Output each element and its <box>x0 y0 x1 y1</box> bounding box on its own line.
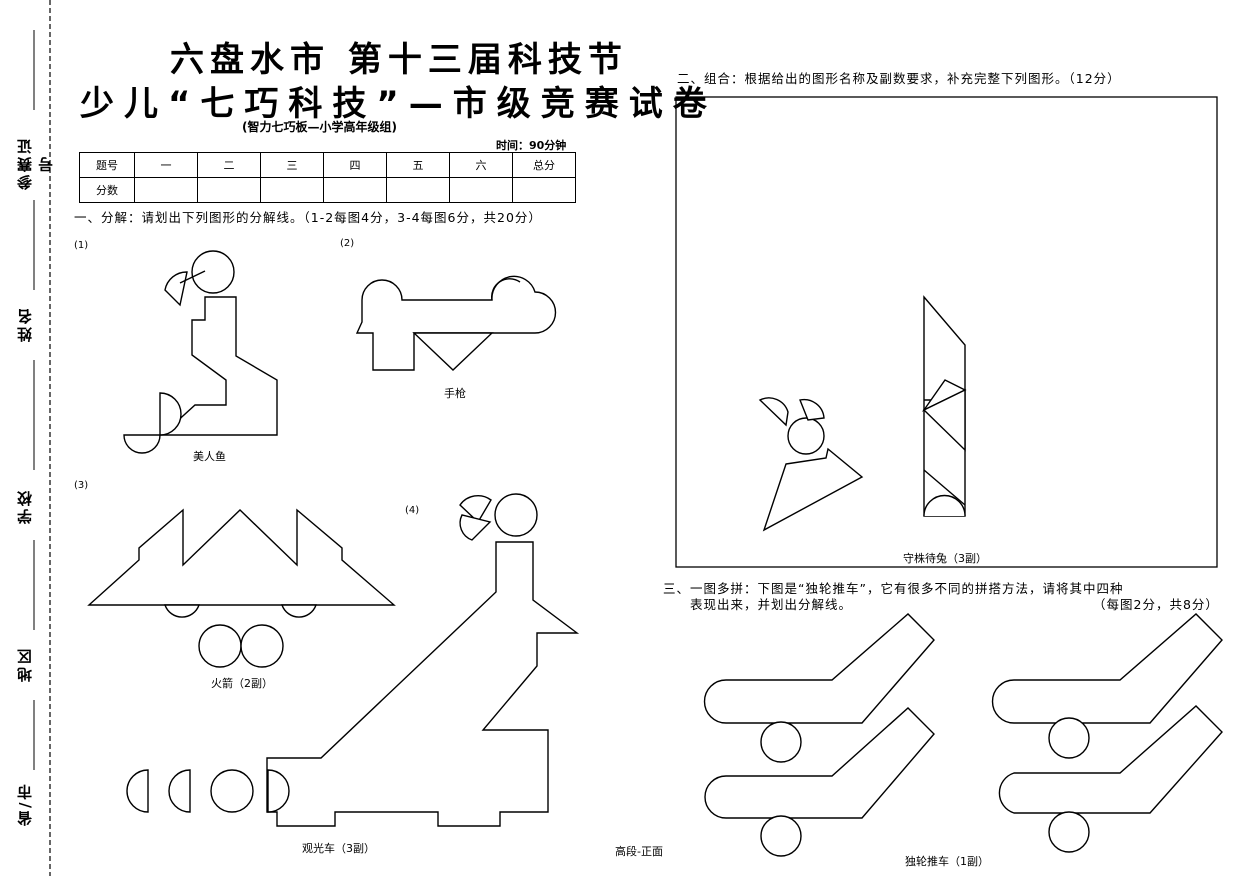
score-col-4: 四 <box>323 152 387 178</box>
figure-unicycle-cart-3 <box>991 613 1223 759</box>
figure-rabbit-stump <box>758 295 967 532</box>
caption-mermaid: 美人鱼 <box>193 450 226 463</box>
figure-unicycle-cart-1 <box>703 613 935 763</box>
item-2-number: (2) <box>340 238 355 249</box>
caption-rabbit-stump: 守株待兔（3副） <box>903 552 987 565</box>
figure-mermaid <box>123 250 278 454</box>
section1-heading: 一、分解：请划出下列图形的分解线。（1-2每图4分，3-4每图6分，共20分） <box>74 210 542 225</box>
score-table-score-row: 分数 <box>79 177 576 203</box>
caption-unicycle-cart: 独轮推车（1副） <box>905 855 989 868</box>
title-line-1: 六盘水市 第十三届科技节 <box>170 40 628 80</box>
margin-label-province: 省/市 <box>16 781 34 827</box>
caption-pistol: 手枪 <box>444 387 466 400</box>
score-table-header-row: 题号 一 二 三 四 五 六 总分 <box>79 152 576 178</box>
caption-tour-car: 观光车（3副） <box>302 842 375 855</box>
figure-unicycle-cart-4 <box>998 705 1223 853</box>
margin-label-region: 地区 <box>16 646 34 682</box>
score-cell[interactable] <box>449 177 513 203</box>
figure-unicycle-cart-2 <box>704 707 935 857</box>
subtitle: (智力七巧板—小学高年级组) <box>242 120 397 134</box>
section2-heading: 二、组合：根据给出的图形名称及副数要求，补充完整下列图形。（12分） <box>677 71 1121 86</box>
page-footer-label: 高段-正面 <box>615 845 663 858</box>
figure-rocket <box>87 508 396 668</box>
score-cell[interactable] <box>260 177 324 203</box>
section3-heading-line2: 表现出来，并划出分解线。 <box>690 597 853 612</box>
figure-tour-car <box>126 493 580 827</box>
caption-rocket: 火箭（2副） <box>211 677 273 690</box>
section3-heading-line1: 三、一图多拼：下图是“独轮推车”，它有很多不同的拼搭方法，请将其中四种 <box>663 581 1124 596</box>
item-1-number: (1) <box>74 240 89 251</box>
exam-time: 时间：90分钟 <box>496 139 567 152</box>
score-cell[interactable] <box>386 177 450 203</box>
score-cell[interactable] <box>134 177 198 203</box>
figure-pistol <box>355 275 557 371</box>
margin-label-exam-id: 参赛证号 <box>16 136 55 190</box>
margin-label-name: 姓名 <box>16 306 34 342</box>
score-cell[interactable] <box>197 177 261 203</box>
score-cell[interactable] <box>512 177 576 203</box>
score-col-5: 五 <box>386 152 450 178</box>
score-col-2: 二 <box>197 152 261 178</box>
item-4-number: (4) <box>405 505 420 516</box>
score-col-3: 三 <box>260 152 324 178</box>
score-row-label: 分数 <box>79 177 135 203</box>
score-table: 题号 一 二 三 四 五 六 总分 分数 <box>79 152 576 203</box>
margin-label-school: 学校 <box>16 488 34 524</box>
score-header-label: 题号 <box>79 152 135 178</box>
title-line-2: 少儿“七巧科技”—市级竞赛试卷 <box>80 84 717 124</box>
section2-frame <box>675 96 1218 568</box>
item-3-number: (3) <box>74 480 89 491</box>
score-col-6: 六 <box>449 152 513 178</box>
score-cell[interactable] <box>323 177 387 203</box>
score-col-1: 一 <box>134 152 198 178</box>
section3-score-note: （每图2分，共8分） <box>1093 597 1219 612</box>
score-col-total: 总分 <box>512 152 576 178</box>
